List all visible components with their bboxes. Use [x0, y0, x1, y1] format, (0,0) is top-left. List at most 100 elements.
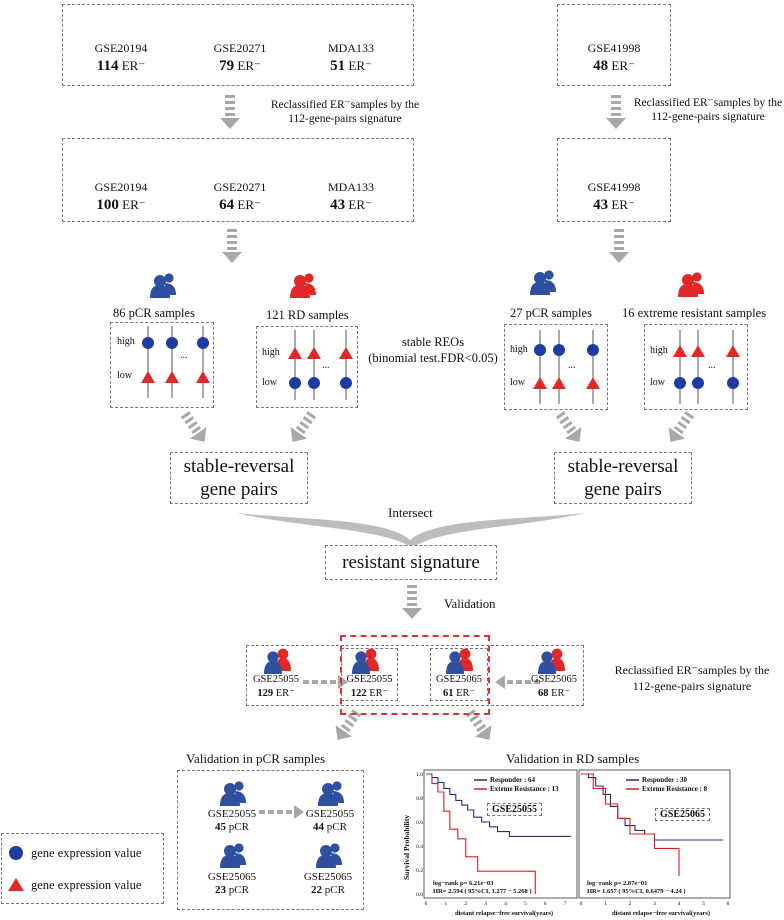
validation-pcr-title: Validation in pCR samples	[186, 751, 326, 766]
converge-arrows	[180, 411, 695, 442]
mid-right-dataset-box	[557, 138, 671, 222]
legend-circle-label: gene expression value	[31, 846, 142, 860]
dataset-id: GSE25065	[303, 871, 353, 883]
high-label: high	[262, 347, 280, 358]
dataset-id: MDA133	[327, 180, 374, 194]
low-label: low	[510, 377, 525, 388]
reo-box-rd-right	[644, 324, 748, 410]
km-curve-navy	[426, 773, 572, 837]
group-label-pcr-left: 86 pCR samples	[113, 306, 195, 320]
ellipsis: ...	[180, 350, 188, 361]
x-tick-label: 1	[604, 901, 607, 907]
pcr-validation-box	[177, 770, 364, 910]
km-x-label: distant relapse−free survival(years)	[612, 910, 711, 917]
y-tick-label: 0.0	[416, 892, 423, 898]
dataset-id: GSE25065	[207, 871, 257, 883]
low-label: low	[262, 377, 277, 388]
legend-box	[1, 833, 164, 904]
blue-circle-icon	[9, 846, 23, 860]
dashed-arrow-icon	[609, 229, 629, 263]
x-tick-label: 0	[580, 901, 583, 907]
ellipsis: ...	[322, 360, 330, 371]
x-tick-label: 7	[564, 901, 567, 907]
stable-reversal-box-right	[554, 452, 692, 504]
dataset-count: 129 ER⁻	[257, 688, 295, 699]
km-legend-responder: Responder : 64	[490, 776, 535, 784]
dataset-count: 100 ER⁻	[96, 197, 146, 213]
dashed-arrow-icon	[222, 229, 242, 263]
blue-person-icon	[530, 270, 556, 295]
intersect-label: Intersect	[388, 505, 433, 520]
validation-arrows	[335, 709, 492, 740]
x-tick-label: 6	[544, 901, 547, 907]
validation-row-box	[246, 645, 584, 706]
dataset-id: GSE25055	[346, 674, 393, 685]
validation-label: Validation	[444, 597, 496, 611]
dashed-arrow-icon	[220, 95, 240, 129]
km-curve-red	[581, 773, 680, 876]
km-annotation: log−rank p= 6.21e−03	[433, 880, 494, 887]
x-tick-label: 2	[629, 901, 632, 907]
dataset-count: 68 ER⁻	[537, 688, 571, 699]
y-tick-label: 0.2	[416, 868, 423, 874]
y-tick-label: 0.8	[416, 796, 423, 802]
ellipsis: ...	[568, 360, 576, 371]
top-left-dataset-box	[62, 4, 414, 86]
reo-box-rd-left	[256, 326, 358, 408]
high-label: high	[650, 345, 668, 356]
reo-panel-pcr-left	[141, 326, 210, 398]
resistant-signature-box	[325, 545, 497, 580]
group-label-rd-right: 16 extreme resistant samples	[622, 306, 767, 320]
y-tick-label: 0.6	[416, 820, 423, 826]
reo-panel-pcr-right	[533, 330, 600, 404]
dataset-count: 22 pCR	[311, 884, 345, 896]
dataset-id: GSE41998	[587, 41, 641, 55]
km-legend-resistance: Exteme Resistance : 13	[490, 785, 559, 793]
km-legend-responder: Responder : 30	[642, 776, 687, 784]
reo-panel-rd-left	[288, 330, 353, 400]
dataset-count: 122 ER⁻	[350, 688, 389, 699]
dataset-id: GSE25055	[252, 674, 300, 685]
reo-box-pcr-right	[504, 324, 608, 410]
km-y-label: Survival Probability	[402, 814, 411, 880]
stable-reversal-box-left	[170, 452, 308, 504]
highlight-box	[340, 635, 490, 715]
km-annotation: log−rank p= 2.87e−01	[587, 880, 648, 887]
high-label: high	[117, 336, 135, 347]
dataset-count: 43 ER⁻	[330, 197, 372, 213]
dataset-count: 45 pCR	[215, 821, 249, 833]
dataset-count: 114 ER⁻	[96, 58, 146, 74]
x-tick-label: 2	[464, 901, 467, 907]
validation-rd-title: Validation in RD samples	[506, 751, 640, 766]
group-label-rd-left: 121 RD samples	[266, 308, 349, 322]
dataset-id: MDA133	[327, 41, 374, 55]
dataset-id: GSE25065	[530, 674, 578, 685]
dataset-id: GSE20194	[94, 41, 148, 55]
blue-person-icon	[150, 273, 176, 298]
dataset-count: 44 pCR	[313, 821, 347, 833]
intersect-brace	[237, 513, 585, 548]
dataset-count: 43 ER⁻	[593, 197, 635, 213]
mid-left-dataset-box	[62, 138, 414, 222]
km-annotation: HR= 2.594 ( 95%CI, 1.277 − 5.268 )	[433, 888, 532, 895]
dataset-count: 48 ER⁻	[593, 58, 635, 74]
dataset-count: 79 ER⁻	[219, 58, 261, 74]
x-tick-label: 4	[678, 901, 681, 907]
x-tick-label: 5	[524, 901, 527, 907]
y-tick-label: 1.0	[416, 772, 423, 778]
x-tick-label: 1	[444, 901, 447, 907]
dataset-count: 51 ER⁻	[330, 58, 372, 74]
legend-triangle-label: gene expression value	[31, 878, 142, 892]
x-tick-label: 4	[504, 901, 507, 907]
red-person-icon	[678, 272, 704, 297]
x-tick-label: 5	[702, 901, 705, 907]
